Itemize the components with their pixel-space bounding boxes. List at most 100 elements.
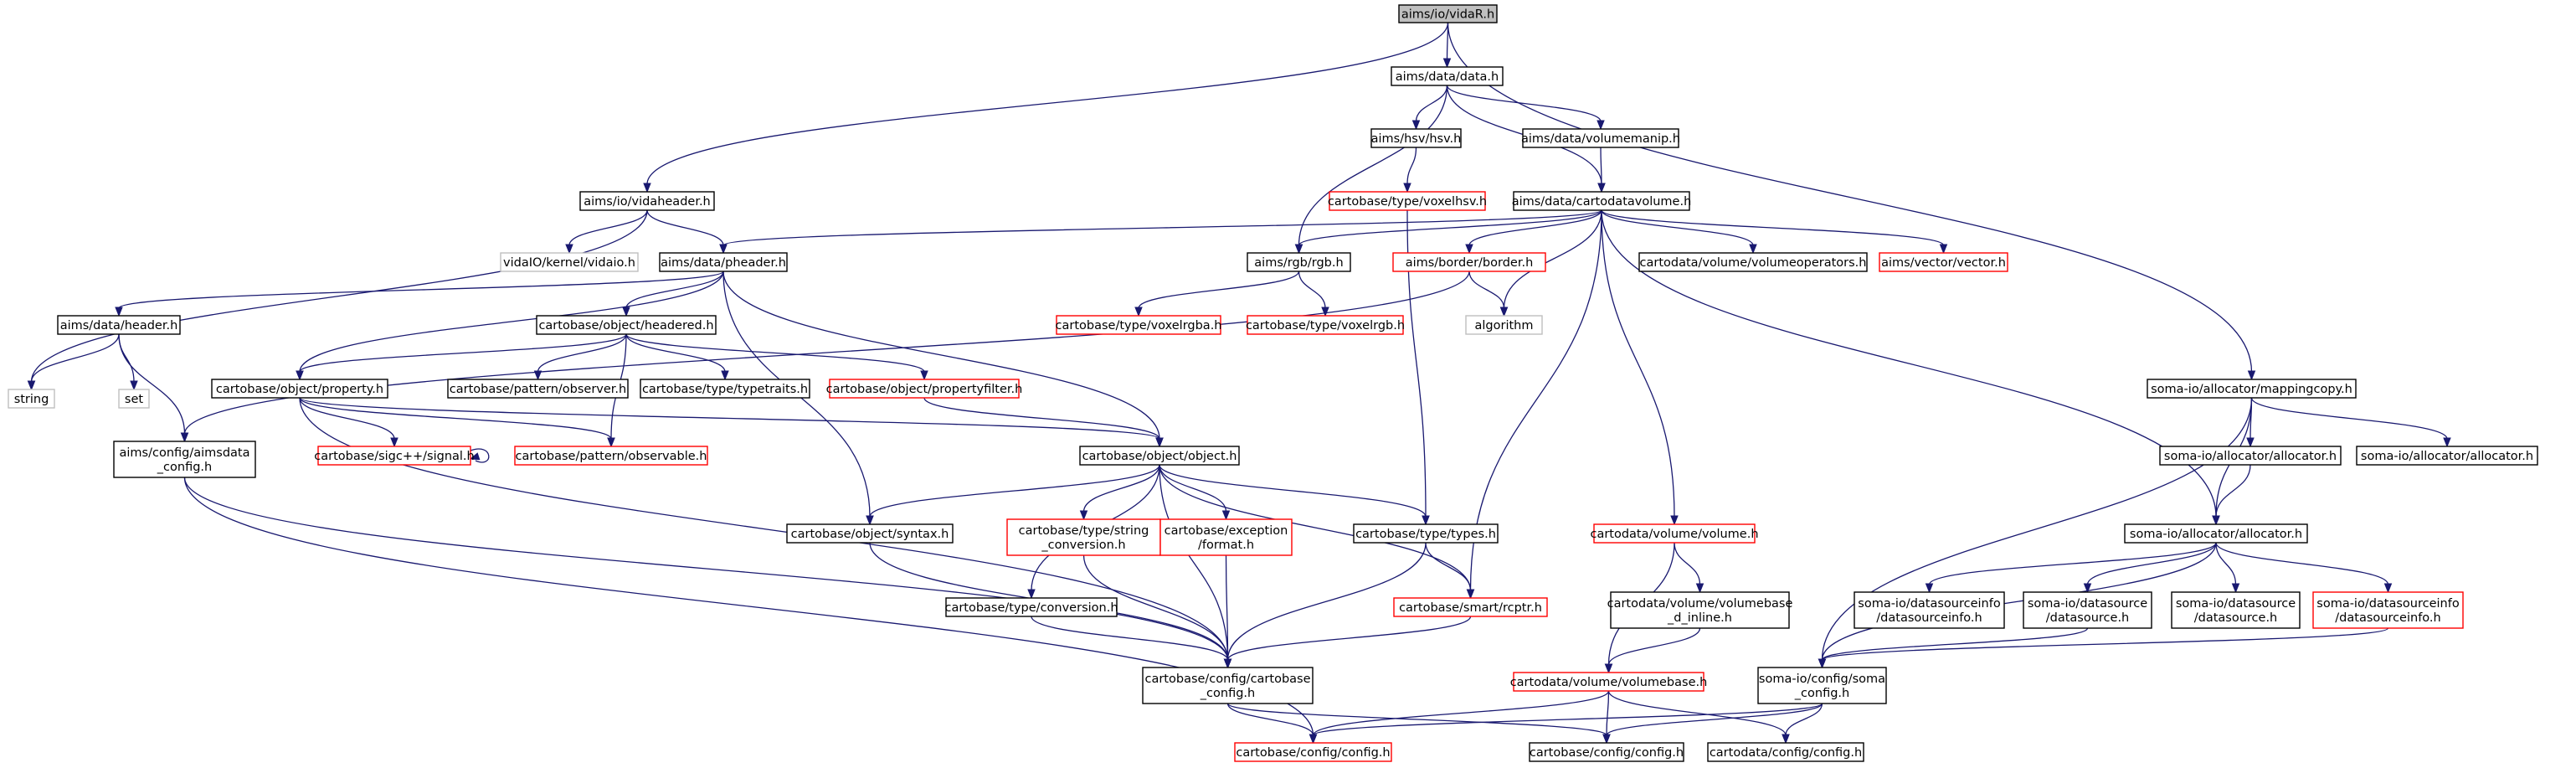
node-soma-config[interactable]: soma-io/config/soma_config.h <box>1757 667 1887 704</box>
node-pheader[interactable]: aims/data/pheader.h <box>659 252 788 272</box>
node-string[interactable]: string <box>8 389 55 409</box>
node-volumemanip[interactable]: aims/data/volumemanip.h <box>1521 128 1680 148</box>
node-box <box>1513 672 1704 692</box>
node-data[interactable]: aims/data/data.h <box>1391 66 1504 86</box>
edge-allocator_h1-to-allocator_main <box>2212 464 2251 526</box>
node-box <box>1465 315 1543 335</box>
edge-property-to-observable <box>299 397 615 448</box>
node-vidaio[interactable]: vidaIO/kernel/vidaio.h <box>500 252 639 272</box>
node-box <box>1329 191 1486 211</box>
node-typetraits[interactable]: cartobase/type/typetraits.h <box>640 379 810 399</box>
node-allocator-h1[interactable]: soma-io/allocator/allocator.h <box>2159 446 2342 466</box>
node-format[interactable]: cartobase/exception/format.h <box>1159 518 1293 556</box>
node-rcptr[interactable]: cartobase/smart/rcptr.h <box>1393 597 1548 617</box>
node-vector[interactable]: aims/vector/vector.h <box>1879 252 2008 272</box>
node-box <box>1056 315 1221 335</box>
node-box <box>1393 597 1548 617</box>
node-box <box>1610 591 1790 629</box>
node-box <box>500 252 639 272</box>
node-voxelrgb[interactable]: cartobase/type/voxelrgb.h <box>1246 315 1405 335</box>
edge-allocator_main-to-ds_1 <box>2083 542 2217 594</box>
node-box <box>945 597 1118 617</box>
edge-cartodatavolume-to-rgb <box>1294 209 1602 255</box>
node-observable[interactable]: cartobase/pattern/observable.h <box>514 446 708 466</box>
node-box <box>1854 591 2005 629</box>
edge-pheader-to-headered <box>622 271 724 317</box>
edge-allocator_main-to-ds_2 <box>2215 542 2240 594</box>
node-observer[interactable]: cartobase/pattern/observer.h <box>447 379 629 399</box>
node-box <box>1391 66 1504 86</box>
node-signal[interactable]: cartobase/sigc++/signal.h <box>314 446 475 466</box>
edge-data-to-rgb <box>1294 85 1448 255</box>
node-label: soma-io/allocator/allocator.h <box>2164 450 2337 463</box>
node-label: cartobase/config/config.h <box>1530 746 1684 760</box>
node-types[interactable]: cartobase/type/types.h <box>1353 523 1499 544</box>
node-voxelrgba[interactable]: cartobase/type/voxelrgba.h <box>1056 315 1222 335</box>
edge-ds_1-to-soma_config <box>1818 627 2089 669</box>
edge-data-to-volumemanip <box>1446 85 1605 131</box>
node-ds-1[interactable]: soma-io/datasource/datasource.h <box>2023 591 2152 629</box>
edge-data-to-hsv <box>1411 85 1448 131</box>
node-label: soma-io/datasource <box>2176 597 2296 611</box>
node-label: /datasource.h <box>2046 611 2130 625</box>
edge-headered-to-property <box>296 333 627 381</box>
node-label: soma-io/config/soma <box>1759 673 1885 686</box>
node-allocator-main[interactable]: soma-io/allocator/allocator.h <box>2124 523 2308 544</box>
edge-border-to-algorithm <box>1468 271 1509 317</box>
node-property[interactable]: cartobase/object/property.h <box>211 379 388 399</box>
node-set[interactable]: set <box>118 389 150 409</box>
node-config-data[interactable]: cartodata/config/config.h <box>1707 742 1864 762</box>
node-conversion[interactable]: cartobase/type/conversion.h <box>944 597 1118 617</box>
node-voxelhsv[interactable]: cartobase/type/voxelhsv.h <box>1328 191 1487 211</box>
node-label: aims/hsv/hsv.h <box>1371 132 1462 146</box>
node-ds-2[interactable]: soma-io/datasource/datasource.h <box>2171 591 2301 629</box>
node-object[interactable]: cartobase/object/object.h <box>1079 446 1240 466</box>
node-label: aims/rgb/rgb.h <box>1254 256 1343 270</box>
node-volume[interactable]: cartodata/volume/volume.h <box>1590 523 1759 544</box>
node-label: aims/data/pheader.h <box>661 256 786 270</box>
node-box <box>1353 523 1499 544</box>
node-label: cartobase/object/object.h <box>1082 450 1237 463</box>
node-hsv[interactable]: aims/hsv/hsv.h <box>1370 128 1462 148</box>
node-label: cartobase/type/voxelhsv.h <box>1328 195 1487 209</box>
node-propertyfilter[interactable]: cartobase/object/propertyfilter.h <box>826 379 1023 399</box>
node-header[interactable]: aims/data/header.h <box>57 315 181 335</box>
node-label: soma-io/datasource <box>2028 597 2147 611</box>
node-cartodatavolume[interactable]: aims/data/cartodatavolume.h <box>1512 191 1692 211</box>
node-rgb[interactable]: aims/rgb/rgb.h <box>1247 252 1351 272</box>
node-box <box>1392 252 1546 272</box>
edge-headered-to-typetraits <box>625 333 729 381</box>
node-config-base[interactable]: cartobase/config/config.h <box>1529 742 1684 762</box>
node-cartobase-config[interactable]: cartobase/config/cartobase_config.h <box>1142 667 1314 704</box>
node-volumebase[interactable]: cartodata/volume/volumebase.h <box>1510 672 1708 692</box>
node-box <box>1142 667 1314 704</box>
node-label: soma-io/allocator/allocator.h <box>2361 450 2533 463</box>
node-dsi-red[interactable]: soma-io/datasourceinfo/datasourceinfo.h <box>2312 591 2464 629</box>
node-headered[interactable]: cartobase/object/headered.h <box>536 315 717 335</box>
node-volumeoperators[interactable]: cartodata/volume/volumeoperators.h <box>1638 252 1868 272</box>
node-border[interactable]: aims/border/border.h <box>1392 252 1546 272</box>
node-algorithm[interactable]: algorithm <box>1465 315 1543 335</box>
edge-cartodatavolume-to-pheader <box>719 209 1602 255</box>
node-label: vidaIO/kernel/vidaio.h <box>503 256 635 270</box>
node-dsi-black[interactable]: soma-io/datasourceinfo/datasourceinfo.h <box>1854 591 2005 629</box>
node-volumebase-inline[interactable]: cartodata/volume/volumebase_d_inline.h <box>1607 591 1793 629</box>
node-label: soma-io/allocator/mappingcopy.h <box>2151 383 2352 396</box>
nodes-layer: aims/io/vidaR.h aims/data/data.h aims/io/v… <box>8 4 2538 762</box>
node-label: aims/border/border.h <box>1406 256 1534 270</box>
edge-dsi_red-to-soma_config <box>1818 627 2389 669</box>
node-aimsdata-config[interactable]: aims/config/aimsdata_config.h <box>113 441 256 478</box>
node-label: /format.h <box>1198 539 1254 552</box>
node-label: set <box>125 393 143 406</box>
edge-cartodatavolume-to-vector <box>1601 209 1948 255</box>
node-vidaheader[interactable]: aims/io/vidaheader.h <box>579 191 715 211</box>
edge-cartobase_config-to-config_base <box>1226 703 1611 745</box>
node-string-conversion[interactable]: cartobase/type/string_conversion.h <box>1006 518 1161 556</box>
node-mappingcopy[interactable]: soma-io/allocator/mappingcopy.h <box>2147 379 2357 399</box>
node-config-red[interactable]: cartobase/config/config.h <box>1234 742 1392 762</box>
edge-propertyfilter-to-object <box>923 397 1164 448</box>
node-syntax[interactable]: cartobase/object/syntax.h <box>786 523 954 544</box>
node-allocator-h2[interactable]: soma-io/allocator/allocator.h <box>2356 446 2538 466</box>
node-box <box>1638 252 1868 272</box>
node-vidaR[interactable]: aims/io/vidaR.h <box>1398 4 1498 23</box>
